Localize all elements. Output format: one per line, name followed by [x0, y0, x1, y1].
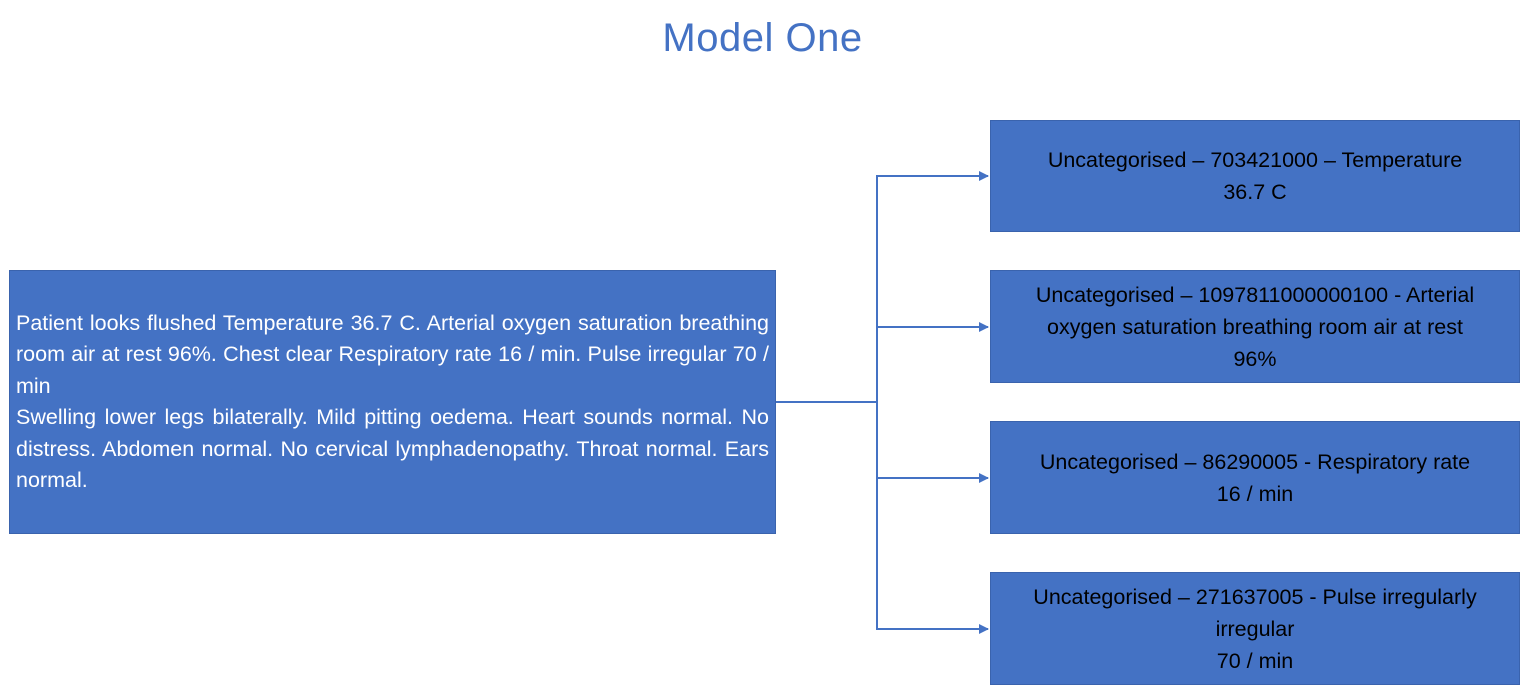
target-concept-label: Uncategorised – 271637005 - Pulse irregu… [1033, 584, 1477, 641]
target-value: 16 / min [1216, 481, 1294, 506]
source-note-box: Patient looks flushed Temperature 36.7 C… [9, 270, 776, 534]
target-text: Uncategorised – 703421000 – Temperature … [999, 144, 1511, 208]
target-box-respiratory-rate: Uncategorised – 86290005 - Respiratory r… [990, 421, 1520, 534]
target-concept-label: Uncategorised – 1097811000000100 - Arter… [1035, 282, 1475, 339]
target-text: Uncategorised – 1097811000000100 - Arter… [999, 279, 1511, 375]
target-concept-label: Uncategorised – 86290005 - Respiratory r… [1039, 449, 1471, 474]
target-box-temperature: Uncategorised – 703421000 – Temperature … [990, 120, 1520, 232]
target-box-oxygen-saturation: Uncategorised – 1097811000000100 - Arter… [990, 270, 1520, 383]
target-value: 96% [1233, 346, 1277, 371]
target-text: Uncategorised – 86290005 - Respiratory r… [999, 446, 1511, 510]
source-paragraph-2: Swelling lower legs bilaterally. Mild pi… [16, 405, 769, 492]
target-value: 70 / min [1216, 648, 1294, 673]
diagram-title: Model One [662, 16, 863, 60]
source-note-text: Patient looks flushed Temperature 36.7 C… [16, 308, 769, 497]
target-concept-label: Uncategorised – 703421000 – Temperature [1047, 148, 1463, 172]
target-text: Uncategorised – 271637005 - Pulse irregu… [999, 581, 1511, 677]
target-box-pulse: Uncategorised – 271637005 - Pulse irregu… [990, 572, 1520, 685]
source-paragraph-1: Patient looks flushed Temperature 36.7 C… [16, 310, 769, 398]
target-value: 36.7 C [1223, 180, 1287, 204]
